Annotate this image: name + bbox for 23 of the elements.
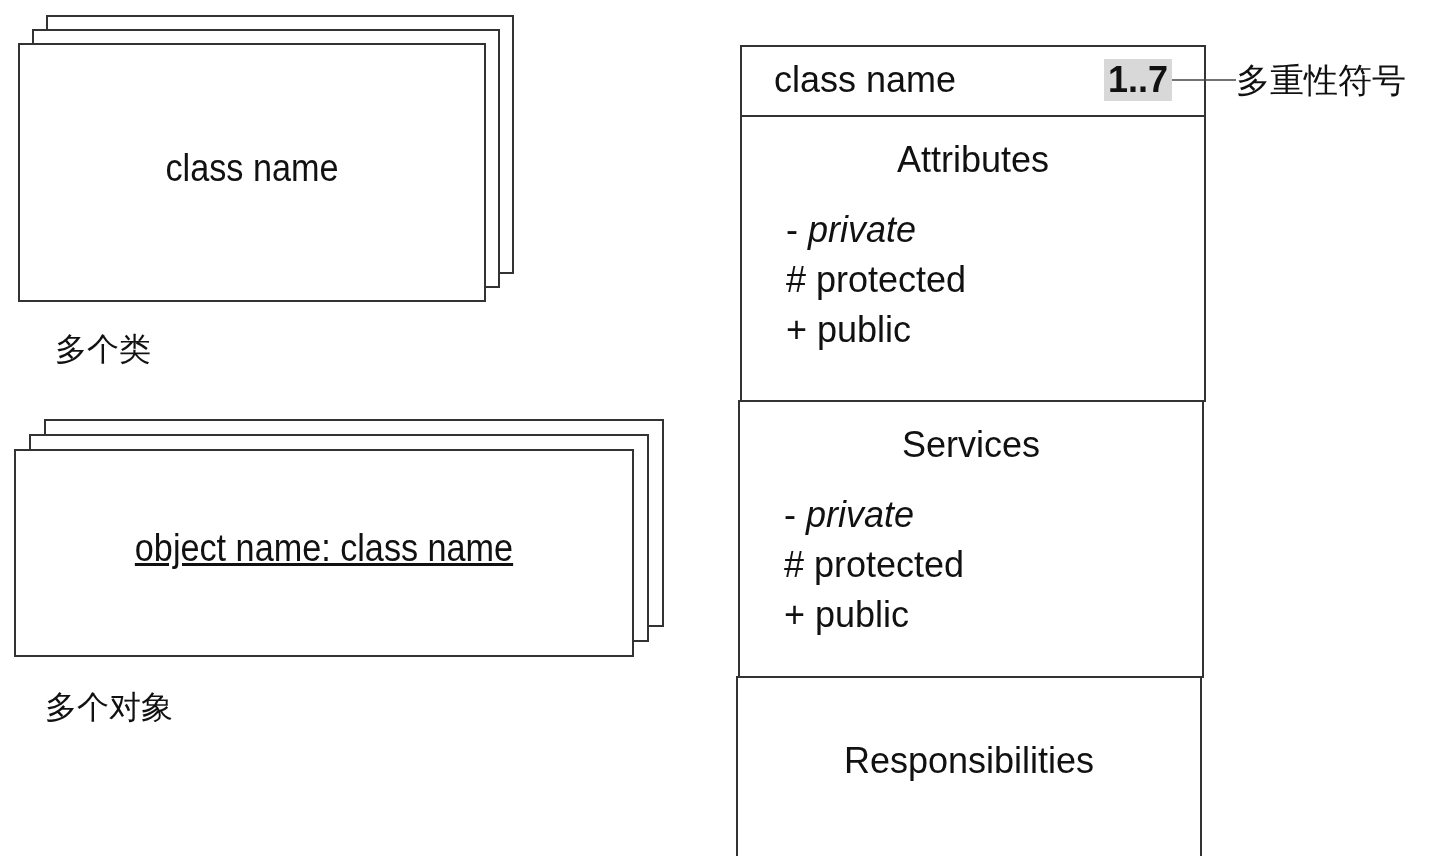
class-compartment [740,115,1206,402]
annotation: 多重性符号 [1236,58,1406,104]
class-name: class name [164,146,340,190]
member-entry: + public [784,594,910,636]
member-entry: - private [784,494,915,536]
stacked-object-box [14,419,664,657]
member-entry: + public [786,309,912,351]
member-entry: # protected [784,544,965,586]
stacked-class-box [18,15,514,302]
compartment-heading: Services [900,424,1041,466]
multiplicity-label: 1..7 [1104,59,1173,101]
class-name: class name [774,59,957,101]
compartment-heading: Attributes [895,139,1051,181]
member-entry: # protected [786,259,967,301]
object-name: object name: class name [133,527,515,571]
class-compartment [738,400,1204,678]
leader-line [1171,79,1237,81]
compartment-heading: Responsibilities [842,740,1096,782]
node-label: 多个类 [55,329,151,370]
class-compartment [740,45,1206,117]
node-label: 多个对象 [45,687,173,728]
class-compartment [736,676,1202,856]
member-entry: - private [786,209,917,251]
